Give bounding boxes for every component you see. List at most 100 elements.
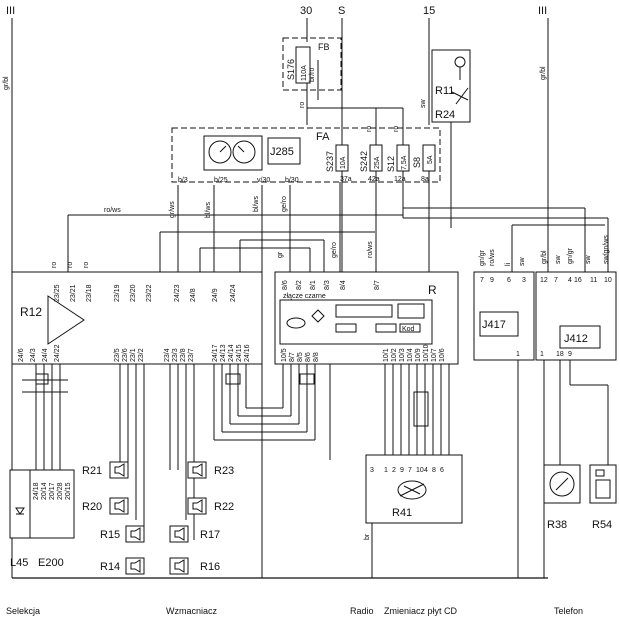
amp-top-wire-2: ro xyxy=(83,262,90,268)
changer-pin: 8 xyxy=(432,467,436,474)
amp-bottom-pin: 23/7 xyxy=(188,348,195,362)
speaker xyxy=(169,525,189,543)
j417-label: J417 xyxy=(482,319,506,331)
bus-wire-2: bl/ws xyxy=(253,196,260,212)
right-rail-color: gr/bl xyxy=(540,66,547,80)
amp-bottom-pin: 23/8 xyxy=(180,348,187,362)
rail-left-label: III xyxy=(6,5,15,17)
radio-bottom-pin: 10/2 xyxy=(391,348,398,362)
radio-bottom-pin: 10/9 xyxy=(415,348,422,362)
fa-bottom-wire-2: v/30 xyxy=(257,177,270,184)
amp-bottom-pin: 23/3 xyxy=(172,348,179,362)
amp-top-pin: 24/23 xyxy=(174,284,181,302)
rail-15-label: 15 xyxy=(423,5,435,17)
j412-pin: 16 xyxy=(574,277,582,284)
fb-fa-wire: ro xyxy=(299,102,306,108)
amp-top-pin: 23/19 xyxy=(114,284,121,302)
r12-label: R12 xyxy=(20,305,42,319)
fa-fuse-0-pin: 37a xyxy=(340,176,352,183)
radio-top-pin: 8/7 xyxy=(374,280,381,290)
fa-top-wire-0: ro xyxy=(366,126,373,132)
selection-pin: 24/18 xyxy=(33,482,40,500)
antenna-module: R11 R24 sw xyxy=(420,49,471,228)
fuse-box-fa: FA J285 S237 10A 37a S242 25A 42a S12 7,… xyxy=(171,107,441,184)
j412-bottom-pin: 1 xyxy=(540,351,544,358)
fb-fuse-name: S176 xyxy=(286,59,296,80)
label-phone: Telefon xyxy=(554,606,583,616)
changer-pin: 3 xyxy=(370,467,374,474)
r11-label: R11 xyxy=(435,85,454,97)
e200-label: E200 xyxy=(38,557,64,569)
amp-top-pin: 23/21 xyxy=(70,284,77,302)
amp-top-pin: 24/9 xyxy=(212,288,219,302)
speaker-label: R22 xyxy=(214,501,234,513)
j417-wire: ro/ws xyxy=(489,249,496,266)
j417-pin: 6 xyxy=(507,277,511,284)
radio-bottom-pin: 8/5 xyxy=(297,352,304,362)
fa-fuse-2: S12 xyxy=(386,156,396,172)
j412-pin: 12 xyxy=(540,277,548,284)
rail-right-label: III xyxy=(538,5,547,17)
radio-changer-harness xyxy=(384,364,450,455)
fa-fuse-1-rating: 25A xyxy=(374,156,381,169)
amp-top-pin: 23/18 xyxy=(86,284,93,302)
amp-bottom-pin: 23/5 xyxy=(114,348,121,362)
phone: R38 R54 xyxy=(543,464,617,531)
amp-bottom-pin: 24/13 xyxy=(220,344,227,362)
fa-fuse-2-rating: 7,5A xyxy=(401,155,408,170)
j412-bottom-pin: 18 xyxy=(556,351,564,358)
r38-label: R38 xyxy=(547,519,567,531)
bus-wire-0: gr/ws xyxy=(169,201,176,218)
changer-pin: 7 xyxy=(408,467,412,474)
amp-bottom-pin: 24/15 xyxy=(236,344,243,362)
speaker-label: R16 xyxy=(200,561,220,573)
fa-fuse-0-rating: 10A xyxy=(340,156,347,169)
ro-ws-label: ro/ws xyxy=(104,207,121,214)
amp-top-pin: 23/22 xyxy=(146,284,153,302)
fa-fuse-0: S237 xyxy=(325,151,335,172)
j412-wire: sw xyxy=(555,255,562,265)
radio-bottom-pin: 10/1 xyxy=(383,348,390,362)
radio-bottom-pin: 10/6 xyxy=(439,348,446,362)
speaker xyxy=(187,497,207,515)
fa-fuse-2-pin: 12a xyxy=(394,176,406,183)
amp-top-pin: 24/8 xyxy=(190,288,197,302)
j417-wire: gn/gr xyxy=(479,249,486,266)
ro-ws-bus: ro/ws xyxy=(67,207,609,272)
label-radio: Radio xyxy=(350,606,374,616)
speaker xyxy=(125,525,145,543)
changer-pin: 2 xyxy=(392,467,396,474)
amp-bottom-pin: 24/6 xyxy=(18,348,25,362)
speaker-label: R21 xyxy=(82,465,102,477)
fa-fuse-3-pin: 8a xyxy=(421,176,429,183)
selection-pin: 20/17 xyxy=(49,482,56,500)
selection-pin: 20/14 xyxy=(41,482,48,500)
fa-fuse-3: S8 xyxy=(412,157,422,168)
amp-top-pin: 23/25 xyxy=(54,284,61,302)
radio-top-pin: 8/6 xyxy=(282,280,289,290)
amp-bottom-pin: 23/6 xyxy=(122,348,129,362)
r11-wire: sw xyxy=(420,99,427,109)
radio-faceplate xyxy=(279,299,433,345)
radio-bottom-pin: 8/6 xyxy=(305,352,312,362)
radio-top-pin: 8/1 xyxy=(310,280,317,290)
changer-pin: 10 xyxy=(416,467,424,474)
radio-top-wire-0: gr xyxy=(277,251,284,258)
fa-bottom-wire-0: b/3 xyxy=(178,177,188,184)
amp-bottom-pin: 24/3 xyxy=(30,348,37,362)
fa-fuse-3-rating: 5A xyxy=(427,155,434,164)
fa-fuse-1-pin: 42a xyxy=(368,176,380,183)
left-rail-color: gr/bl xyxy=(3,76,10,90)
fa-fuse-1: S242 xyxy=(359,151,369,172)
label-selection: Selekcja xyxy=(6,606,40,616)
radio-top-pin: 8/2 xyxy=(296,280,303,290)
bus-wire-3: ge/ro xyxy=(281,196,288,212)
fuse-box-fb: FB S176 110A br/ro ro xyxy=(282,37,342,125)
amp-top-pin: 23/20 xyxy=(130,284,137,302)
fb-out-wire: br/ro xyxy=(309,68,316,83)
radio-top-wire-2: ro/ws xyxy=(367,241,374,258)
selection-pin: 20/15 xyxy=(65,482,72,500)
radio-bottom-pin: 10/3 xyxy=(399,348,406,362)
